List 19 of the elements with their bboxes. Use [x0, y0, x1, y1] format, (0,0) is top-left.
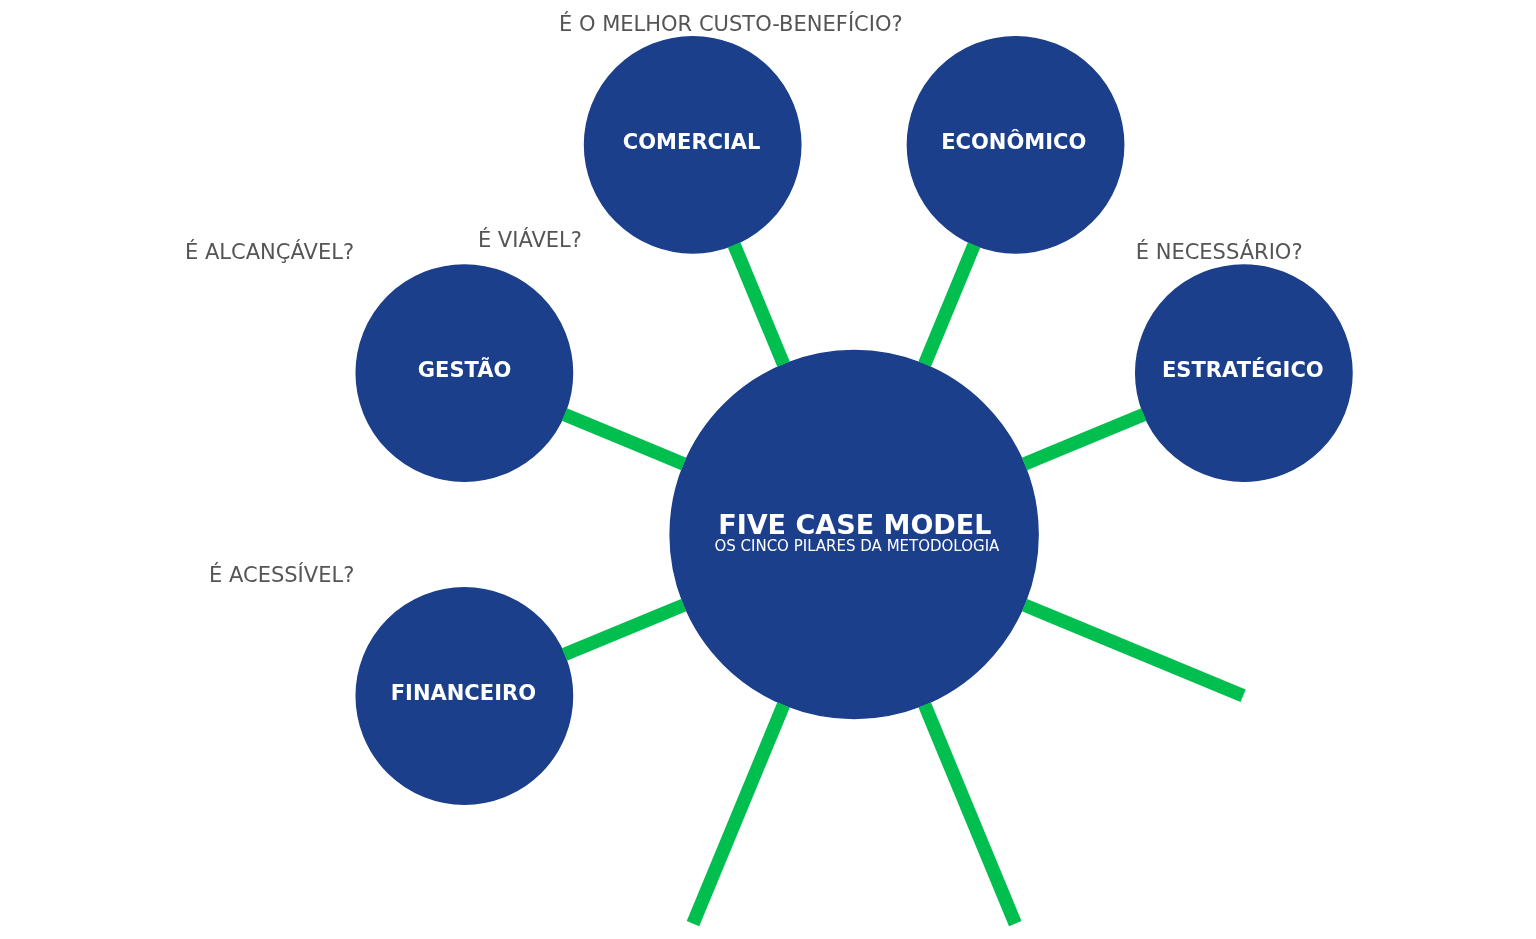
connector: [561, 408, 686, 471]
node-circle: FIVE CASE MODEL OS CINCO PILARES DA METODOLOGIA: [668, 349, 1039, 720]
connector: [727, 242, 790, 367]
connector: [917, 702, 1021, 927]
node-circle: FINANCEIRO: [354, 587, 573, 805]
connector: [686, 702, 790, 927]
node-circle: COMERCIAL: [583, 35, 802, 254]
connector: [1021, 408, 1146, 471]
node-label: É NECESSÁRIO?: [1135, 239, 1303, 265]
node-label: É ALCANÇÁVEL?: [184, 239, 354, 265]
node-label: É VIÁVEL?: [477, 227, 582, 253]
node-label: É O MELHOR CUSTO-BENEFÍCIO?: [558, 10, 903, 36]
connector: [917, 242, 980, 367]
node-label: É ACESSÍVEL?: [208, 562, 354, 588]
connector: [561, 598, 686, 661]
node-circle: ESTRATÉGICO: [1134, 264, 1353, 482]
node-circle: GESTÃO: [354, 264, 573, 482]
connector: [1021, 598, 1246, 702]
node-circle: ECONÔMICO: [906, 35, 1124, 254]
